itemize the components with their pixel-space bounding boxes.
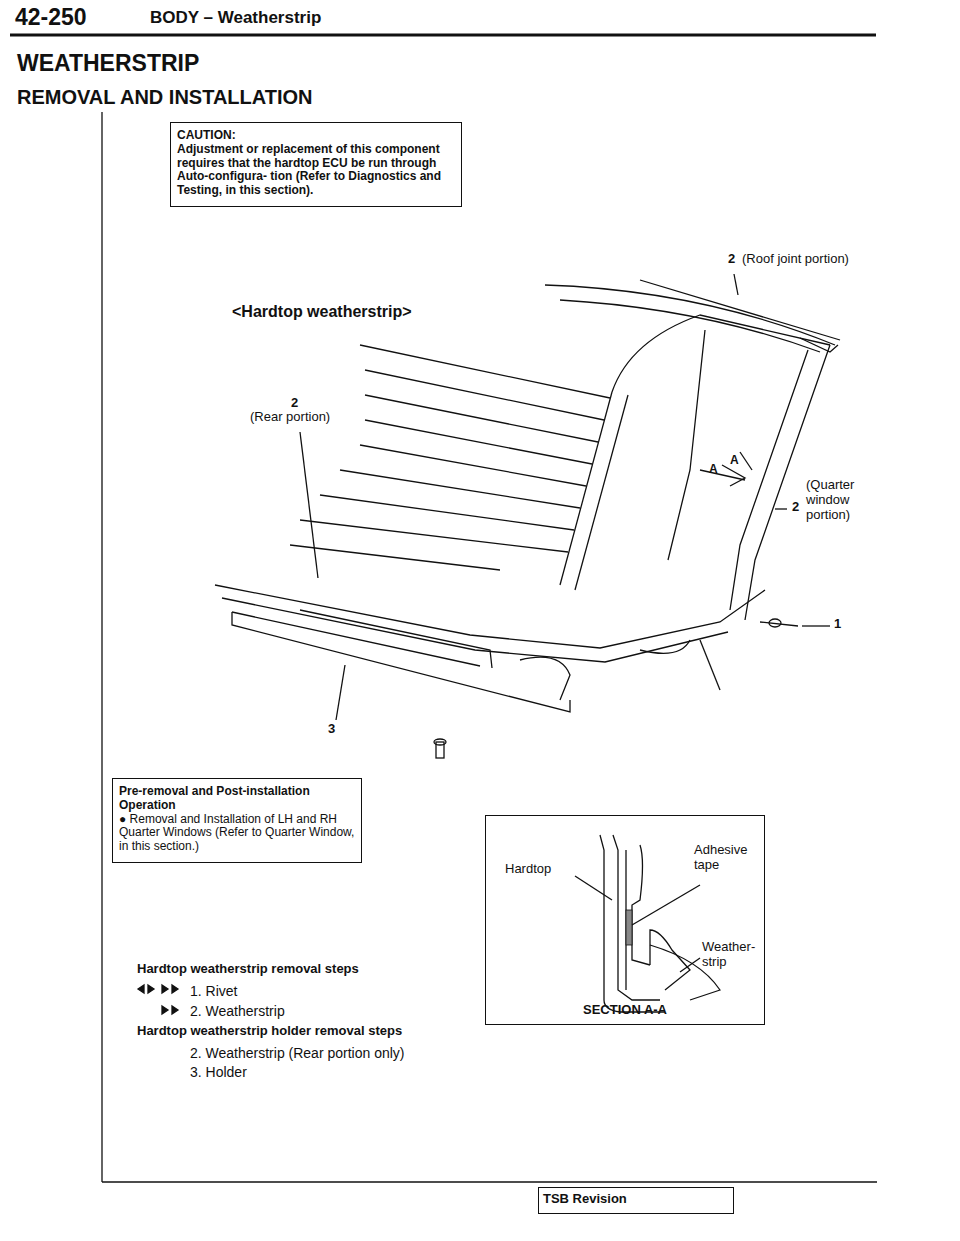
callout-note: (Quarter window portion) [806,478,872,523]
header-page-number: 42-250 [15,4,87,30]
box-heading: Pre-removal and Post-installation Operat… [119,785,355,813]
box-body: Adjustment or replacement of this compon… [177,143,455,198]
subheading: REMOVAL AND INSTALLATION [17,86,313,109]
section-label: Weather- strip [702,940,758,970]
step-item: 1. Rivet [190,983,237,999]
box-body: ● Removal and Installation of LH and RH … [119,813,355,854]
section-label: Hardtop [505,862,551,877]
step-item: 2. Weatherstrip [190,1003,285,1019]
callout-number: 1 [834,617,841,632]
section-box: SECTION A-A [485,815,765,1025]
header-section: BODY – Weatherstrip [150,8,321,28]
box-heading: TSB Revision [543,1192,729,1207]
box-heading: CAUTION: [177,129,455,143]
callout-note: (Rear portion) [250,410,330,425]
page-title: WEATHERSTRIP [17,50,199,76]
steps-heading: Hardtop weatherstrip removal steps [137,962,359,977]
caution-box: CAUTION:Adjustment or replacement of thi… [170,122,462,207]
section-mark: A [730,454,739,468]
step-item: 2. Weatherstrip (Rear portion only) [190,1045,405,1061]
callout-number: 3 [328,722,335,737]
figure-title: <Hardtop weatherstrip> [232,303,412,321]
section-mark: A [709,463,718,477]
callout-number: 2 [291,396,298,411]
box-heading: SECTION A-A [486,1003,764,1018]
callout-number: 2 [728,252,735,267]
revision-box: TSB Revision [538,1187,734,1214]
steps-heading: Hardtop weatherstrip holder removal step… [137,1024,402,1039]
section-label: Adhesive tape [694,843,756,873]
note-box: Pre-removal and Post-installation Operat… [112,778,362,863]
step-item: 3. Holder [190,1064,247,1080]
callout-number: 2 [792,500,799,515]
callout-note: (Roof joint portion) [742,252,849,267]
